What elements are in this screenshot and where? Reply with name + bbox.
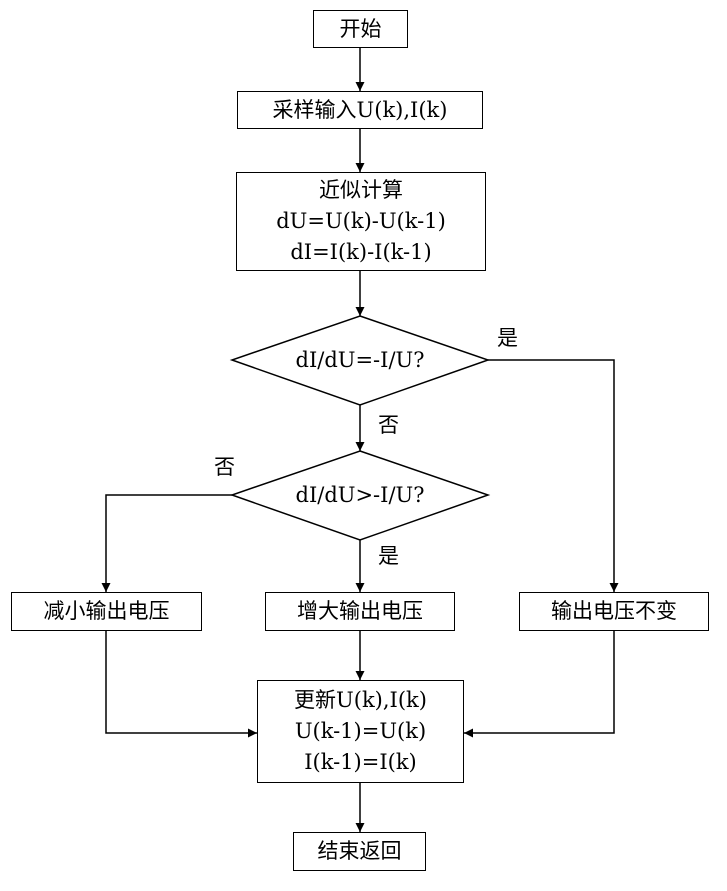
increase-voltage-label: 增大输出电压 (297, 599, 423, 623)
end-node: 结束返回 (293, 832, 426, 871)
keep-voltage-label: 输出电压不变 (551, 599, 677, 623)
decision2-label: dI/dU>-I/U? (295, 483, 425, 507)
decision1-label: dI/dU=-I/U? (295, 348, 425, 372)
update-title: 更新U(k),I(k) (294, 688, 427, 712)
approx-node: 近似计算 dU=U(k)-U(k-1) dI=I(k)-I(k-1) (236, 172, 486, 271)
decision2-no-label: 否 (214, 455, 235, 479)
sample-label: 采样输入U(k),I(k) (272, 97, 448, 122)
sample-node: 采样输入U(k),I(k) (237, 91, 483, 129)
end-label: 结束返回 (317, 839, 402, 863)
start-node: 开始 (313, 10, 408, 48)
approx-title: 近似计算 (319, 178, 403, 202)
update-node: 更新U(k),I(k) U(k-1)=U(k) I(k-1)=I(k) (257, 680, 464, 783)
decision1-yes-label: 是 (497, 326, 518, 350)
decision2-diamond (229, 450, 491, 541)
approx-line-di: dI=I(k)-I(k-1) (290, 240, 432, 264)
increase-voltage-node: 增大输出电压 (265, 592, 455, 631)
decrease-voltage-node: 减小输出电压 (11, 592, 202, 631)
arrow-decision2-no-to-decrease (101, 494, 232, 592)
start-label: 开始 (339, 16, 382, 41)
decision2-yes-label: 是 (378, 544, 399, 568)
decision1-diamond (229, 315, 491, 406)
approx-line-du: dU=U(k)-U(k-1) (276, 209, 446, 233)
decrease-voltage-label: 减小输出电压 (43, 599, 170, 623)
update-line-i: I(k-1)=I(k) (304, 750, 417, 774)
arrow-decision1-yes-to-keep (488, 359, 619, 592)
decision1-no-label: 否 (378, 413, 399, 437)
arrow-decrease-to-update (105, 631, 257, 738)
update-line-u: U(k-1)=U(k) (294, 719, 427, 743)
keep-voltage-node: 输出电压不变 (519, 592, 709, 631)
arrow-keep-to-update (464, 631, 615, 738)
